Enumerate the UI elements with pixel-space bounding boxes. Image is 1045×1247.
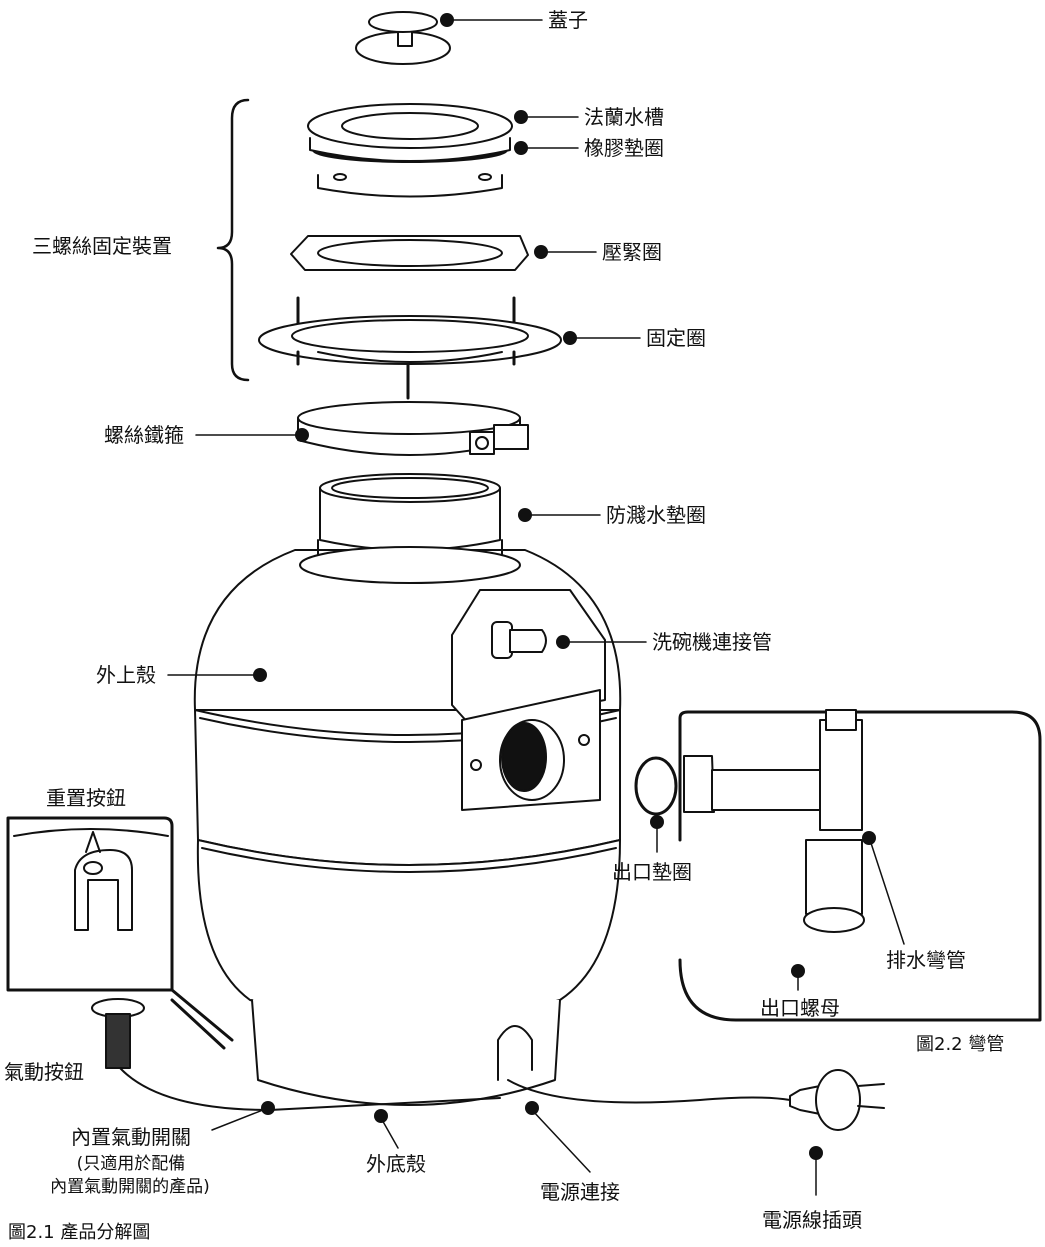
leader-lines <box>167 19 905 1196</box>
reset-inset <box>6 816 234 1050</box>
label-lid: 蓋子 <box>548 8 588 32</box>
label-sink-flange: 法蘭水槽 <box>584 105 664 129</box>
label-reset-button: 重置按鈕 <box>46 786 126 810</box>
lid-part <box>355 11 451 65</box>
label-outlet-gasket: 出口墊圈 <box>612 860 692 884</box>
label-backup-ring: 壓緊圈 <box>602 240 662 264</box>
caption-fig-2-2: 圖2.2 彎管 <box>916 1034 1005 1055</box>
label-mounting-assembly: 三螺絲固定裝置 <box>32 234 172 258</box>
sink-flange-part <box>307 103 513 198</box>
caption-fig-2-1: 圖2.1 產品分解圖 <box>8 1222 151 1243</box>
label-outlet-nut: 出口螺母 <box>760 996 840 1020</box>
screw-clamp-part <box>297 401 529 456</box>
label-power-plug: 電源線插頭 <box>762 1208 862 1232</box>
leader-dots <box>253 13 876 1160</box>
label-builtin-air-switch: 內置氣動開關 <box>71 1125 191 1149</box>
mounting-ring-part <box>258 296 562 400</box>
assembly-brace <box>216 98 250 382</box>
backup-ring-part <box>290 235 529 271</box>
label-power-connection: 電源連接 <box>540 1180 620 1204</box>
label-drain-trap: 排水彎管 <box>886 948 966 972</box>
air-button-part <box>91 998 501 1111</box>
label-screw-clamp: 螺絲鐵箍 <box>104 423 184 447</box>
trap-inset <box>634 709 1042 1022</box>
label-note-line1: (只適用於配備 <box>76 1154 186 1174</box>
label-rubber-gasket: 橡膠墊圈 <box>584 136 664 160</box>
power-cord-part <box>507 1069 885 1131</box>
label-dishwasher-inlet: 洗碗機連接管 <box>652 630 772 654</box>
label-note-line2: 內置氣動開關的產品) <box>50 1177 210 1197</box>
label-mounting-ring: 固定圈 <box>646 326 706 350</box>
label-splash-gasket: 防濺水墊圈 <box>606 503 706 527</box>
label-lower-housing: 外底殼 <box>366 1152 426 1176</box>
label-upper-housing: 外上殼 <box>96 663 156 687</box>
disposer-body <box>193 539 622 1106</box>
splash-gasket-part <box>319 473 501 551</box>
label-air-button: 氣動按鈕 <box>4 1060 84 1084</box>
